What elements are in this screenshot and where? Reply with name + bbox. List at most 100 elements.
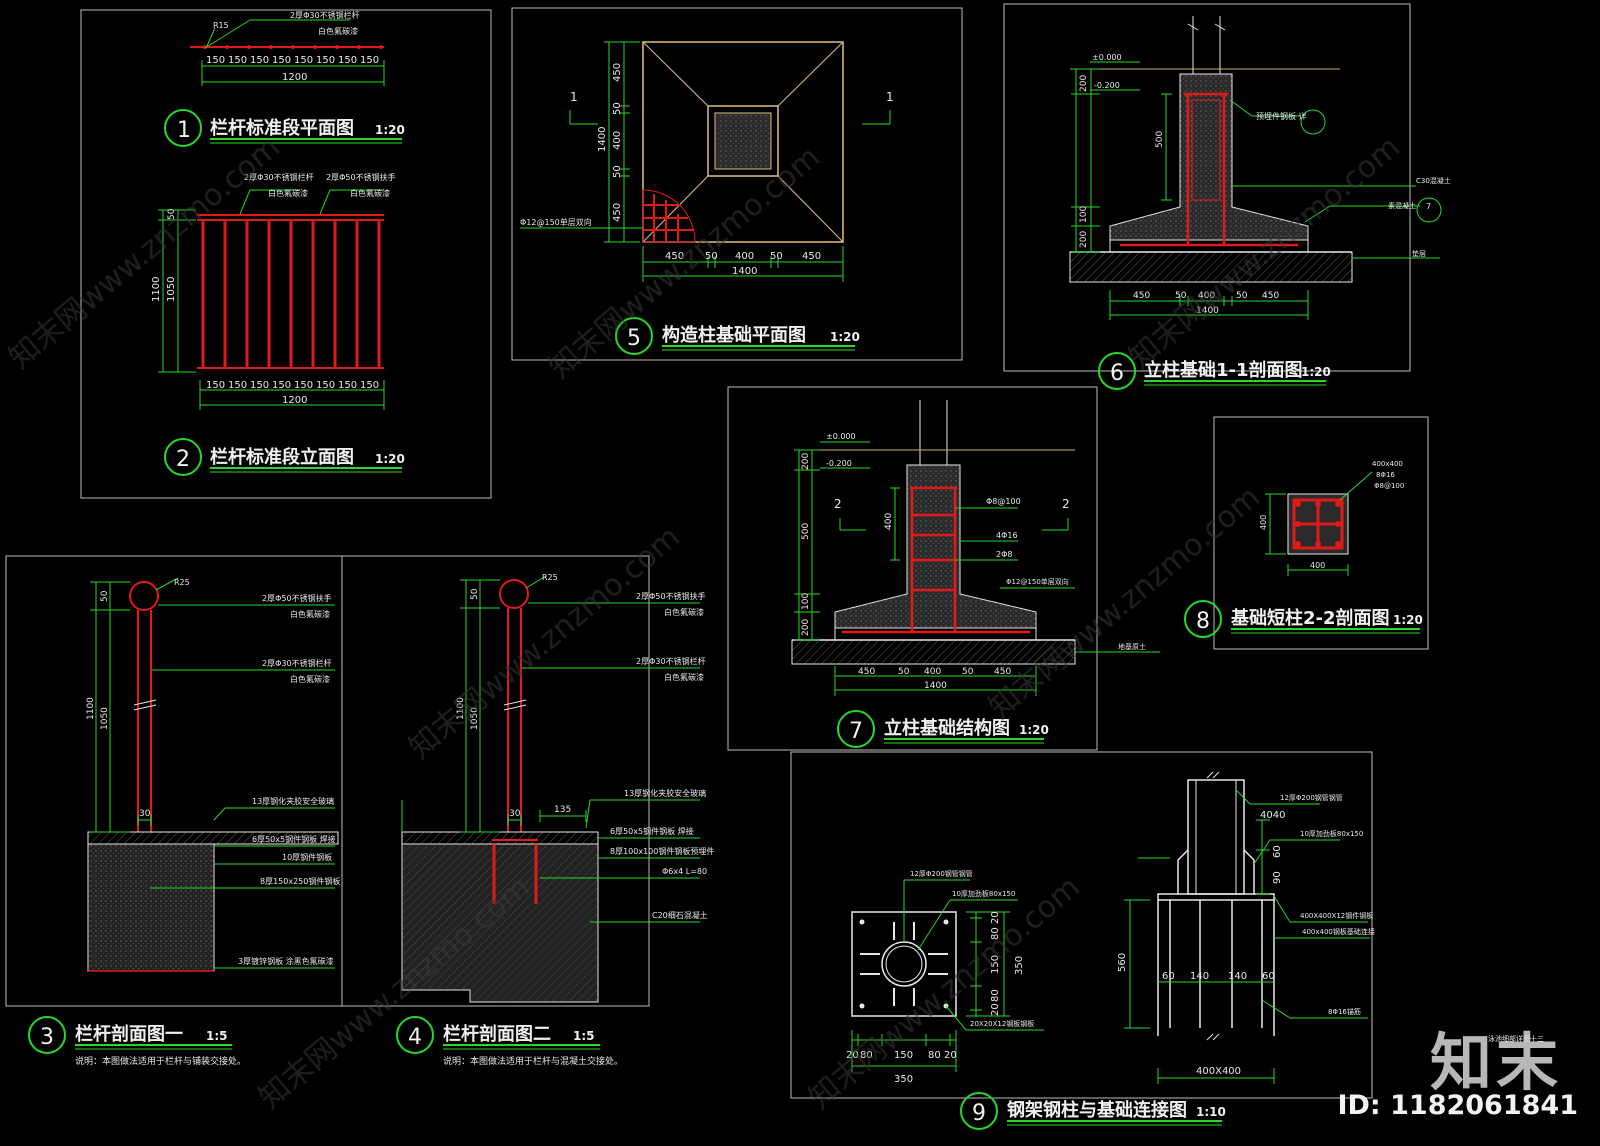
plate-note-stiffener: 10厚加劲板80x150 <box>952 889 1015 898</box>
sec8-note-size: 400x400 <box>1372 460 1403 468</box>
plan-dim-8: 150 <box>360 55 379 66</box>
sec7-dim-inner: 400 <box>884 513 894 530</box>
conn-note-anchor: 8Φ16锚筋 <box>1328 1007 1361 1016</box>
sec4-note-concrete: C20细石混凝土 <box>652 910 708 920</box>
sec7-dim-w5: 450 <box>994 667 1011 677</box>
found-plan-dim-w1: 450 <box>665 251 684 262</box>
sec7-mark-right: 2 <box>1062 497 1070 511</box>
plate-dim-total: 350 <box>894 1074 913 1085</box>
sec3-dim-h2: 1050 <box>100 707 110 730</box>
sec7-mark-left: 2 <box>834 497 842 511</box>
plan-note-b: 白色氟碳漆 <box>318 26 358 36</box>
plan-dim-2: 150 <box>228 55 247 66</box>
sec3-note-plate-a: 6厚50x5钢件钢板 焊接 <box>252 834 336 844</box>
found-plan-dim-w2: 50 <box>705 251 718 262</box>
elev-dim-1: 150 <box>206 380 225 391</box>
elev-note-b: 2厚Φ50不锈钢扶手 <box>326 172 396 182</box>
sec6-dim-h1: 200 <box>1079 75 1089 92</box>
sec7-dim-w2: 50 <box>898 667 910 677</box>
plan-dim-3: 150 <box>250 55 269 66</box>
view-3-railing-section-1: R25 2厚Φ50不锈钢扶手 白色氟碳漆 2厚Φ30不锈钢栏杆 白色氟碳漆 13… <box>28 577 340 1067</box>
watermark-1: 知末网www.znzmo.com <box>3 130 287 376</box>
plan-dim-6: 150 <box>316 55 335 66</box>
elev-dim-5: 150 <box>294 380 313 391</box>
sec3-note-baluster: 2厚Φ30不锈钢栏杆 <box>262 658 332 668</box>
sec7-note-soil: 地基原土 <box>1118 642 1146 651</box>
conn-dim-small-1: 4040 <box>1260 810 1285 821</box>
plan-dim-4: 150 <box>272 55 291 66</box>
sec3-dim-top: 50 <box>100 590 110 602</box>
view-2-title: 栏杆标准段立面图 <box>210 446 354 468</box>
view-6-scale: 1:20 <box>1301 365 1331 379</box>
view-5-scale: 1:20 <box>830 330 860 344</box>
sec6-dim-h2: 500 <box>1155 131 1165 148</box>
found-plan-rebar-note: Φ12@150单层双向 <box>520 217 592 227</box>
sec6-elev-minus: -0.200 <box>1094 81 1120 90</box>
sec3-note-handrail: 2厚Φ50不锈钢扶手 <box>262 593 332 603</box>
view-4-scale: 1:5 <box>573 1029 595 1043</box>
image-id-label: ID: 1182061841 <box>1337 1090 1578 1121</box>
conn-dim-w1: 60 <box>1162 971 1175 982</box>
sec7-note-main: 4Φ16 <box>996 531 1018 540</box>
view-1-scale: 1:20 <box>375 123 405 137</box>
view-6-title: 立柱基础1-1剖面图 <box>1144 359 1303 381</box>
view-9-steel-column-connection: 12厚Φ200钢管钢管 10厚加劲板80x150 20X20X12钢板钢板 20… <box>846 771 1544 1130</box>
sec4-note-plate-a: 6厚50x5钢件钢板 焊接 <box>610 826 694 836</box>
elev-dim-7: 150 <box>338 380 357 391</box>
plan-radius-label: R15 <box>213 21 229 30</box>
plate-note-pipe: 12厚Φ200钢管钢管 <box>910 869 973 878</box>
view-8-short-column-section: 400x400 8Φ16 Φ8@100 400 400 8 基础短柱2-2剖面图… <box>1184 460 1423 638</box>
elev-dim-3: 150 <box>250 380 269 391</box>
plan-note-a: 2厚Φ30不锈钢栏杆 <box>290 10 360 20</box>
sec7-dim-total: 1400 <box>924 681 947 691</box>
plate-note-plate: 20X20X12钢板钢板 <box>970 1019 1034 1028</box>
sec3-radius: R25 <box>174 578 190 587</box>
view-9-title: 钢架钢柱与基础连接图 <box>1007 1099 1187 1121</box>
found-plan-dim-w4: 50 <box>770 251 783 262</box>
sec6-dim-h4: 200 <box>1079 231 1089 248</box>
sec7-dim-w3: 400 <box>924 667 941 677</box>
elev-dim-6: 150 <box>316 380 335 391</box>
plate-dim-w3: 150 <box>894 1050 913 1061</box>
found-plan-dim-h2: 50 <box>612 102 623 115</box>
conn-note-stiffener: 10厚加劲板80x150 <box>1300 829 1363 838</box>
conn-dim-w4: 60 <box>1262 971 1275 982</box>
conn-note-plate: 400X400X12钢件钢板 <box>1300 911 1373 920</box>
view-6-number: 6 <box>1110 361 1124 386</box>
plate-dim-w1: 20 <box>846 1050 859 1061</box>
view-2-railing-elevation: 2厚Φ30不锈钢栏杆 2厚Φ50不锈钢扶手 白色氟碳漆 白色氟碳漆 1100 1… <box>151 172 405 476</box>
found-plan-dim-w5: 450 <box>802 251 821 262</box>
elev-dim-h1: 1100 <box>151 277 162 302</box>
plate-dim-h3: 150 <box>990 955 1001 974</box>
conn-dim-w3: 140 <box>1228 971 1247 982</box>
view-9-number: 9 <box>972 1101 986 1126</box>
conn-dim-h: 560 <box>1117 953 1128 972</box>
sec7-dim-h1: 200 <box>801 453 811 470</box>
sec7-dim-w1: 450 <box>858 667 875 677</box>
sec4-dim-w2: 135 <box>554 805 571 815</box>
plate-dim-w4: 80 <box>928 1050 941 1061</box>
view-7-scale: 1:20 <box>1019 723 1049 737</box>
view-4-note: 说明：本图做法适用于栏杆与混凝土交接处。 <box>443 1055 623 1067</box>
view-3-number: 3 <box>40 1025 54 1050</box>
sec6-elev-zero: ±0.000 <box>1092 53 1122 62</box>
sec4-note-plate-b: 8厚100x100钢件钢板预埋件 <box>610 846 714 856</box>
sec3-note-baluster-paint: 白色氟碳漆 <box>290 674 330 684</box>
plan-dim-5: 150 <box>294 55 313 66</box>
view-3-note: 说明：本图做法适用于栏杆与铺装交接处。 <box>75 1055 246 1067</box>
sec4-note-baluster: 2厚Φ30不锈钢栏杆 <box>636 656 706 666</box>
elev-dim-8: 150 <box>360 380 379 391</box>
conn-dim-small-2: 90 <box>1272 871 1283 884</box>
sec8-dim-h: 400 <box>1259 515 1268 530</box>
view-5-number: 5 <box>627 326 641 351</box>
elev-dim-top: 50 <box>167 208 177 220</box>
watermark-7: 知末网www.znzmo.com <box>803 870 1087 1116</box>
sec3-note-glass: 13厚钢化夹胶安全玻璃 <box>252 796 334 806</box>
found-plan-dim-h3: 400 <box>612 131 623 150</box>
sec6-dim-w1: 450 <box>1133 291 1150 301</box>
sec4-note-baluster-paint: 白色氟碳漆 <box>664 672 704 682</box>
sec3-note-plate-c: 8厚150x250钢件钢板 <box>260 876 340 886</box>
view-8-title: 基础短柱2-2剖面图 <box>1230 607 1390 629</box>
elev-note-d: 白色氟碳漆 <box>350 188 390 198</box>
